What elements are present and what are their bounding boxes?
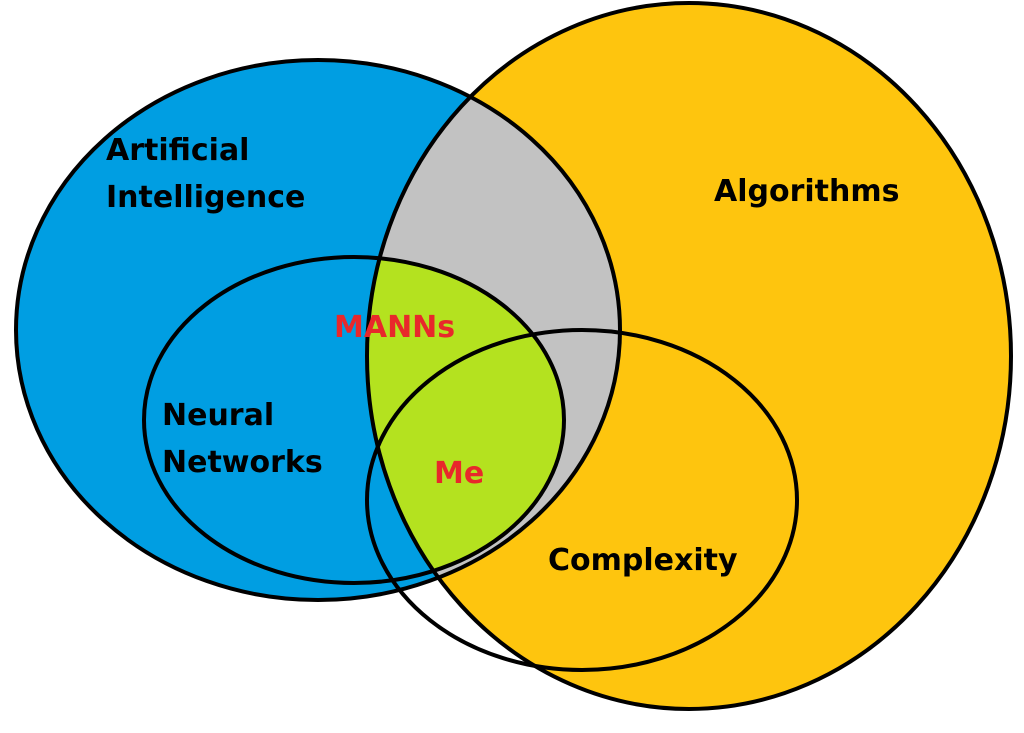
neural-networks-label-line-2: Networks [162,445,323,480]
ai-label-line-1: Artificial [106,133,249,168]
manns-label: MANNs [334,310,455,345]
ai-set-outline [14,58,622,602]
complexity-set-outline [365,328,799,672]
neural-networks-set-outline [142,255,566,585]
algorithms-set-outline [365,1,1013,711]
neural-networks-label-line-1: Neural [162,398,274,433]
algorithms-label: Algorithms [714,174,899,209]
me-label: Me [434,456,484,491]
complexity-label: Complexity [548,543,738,578]
ai-label-line-2: Intelligence [106,180,305,215]
